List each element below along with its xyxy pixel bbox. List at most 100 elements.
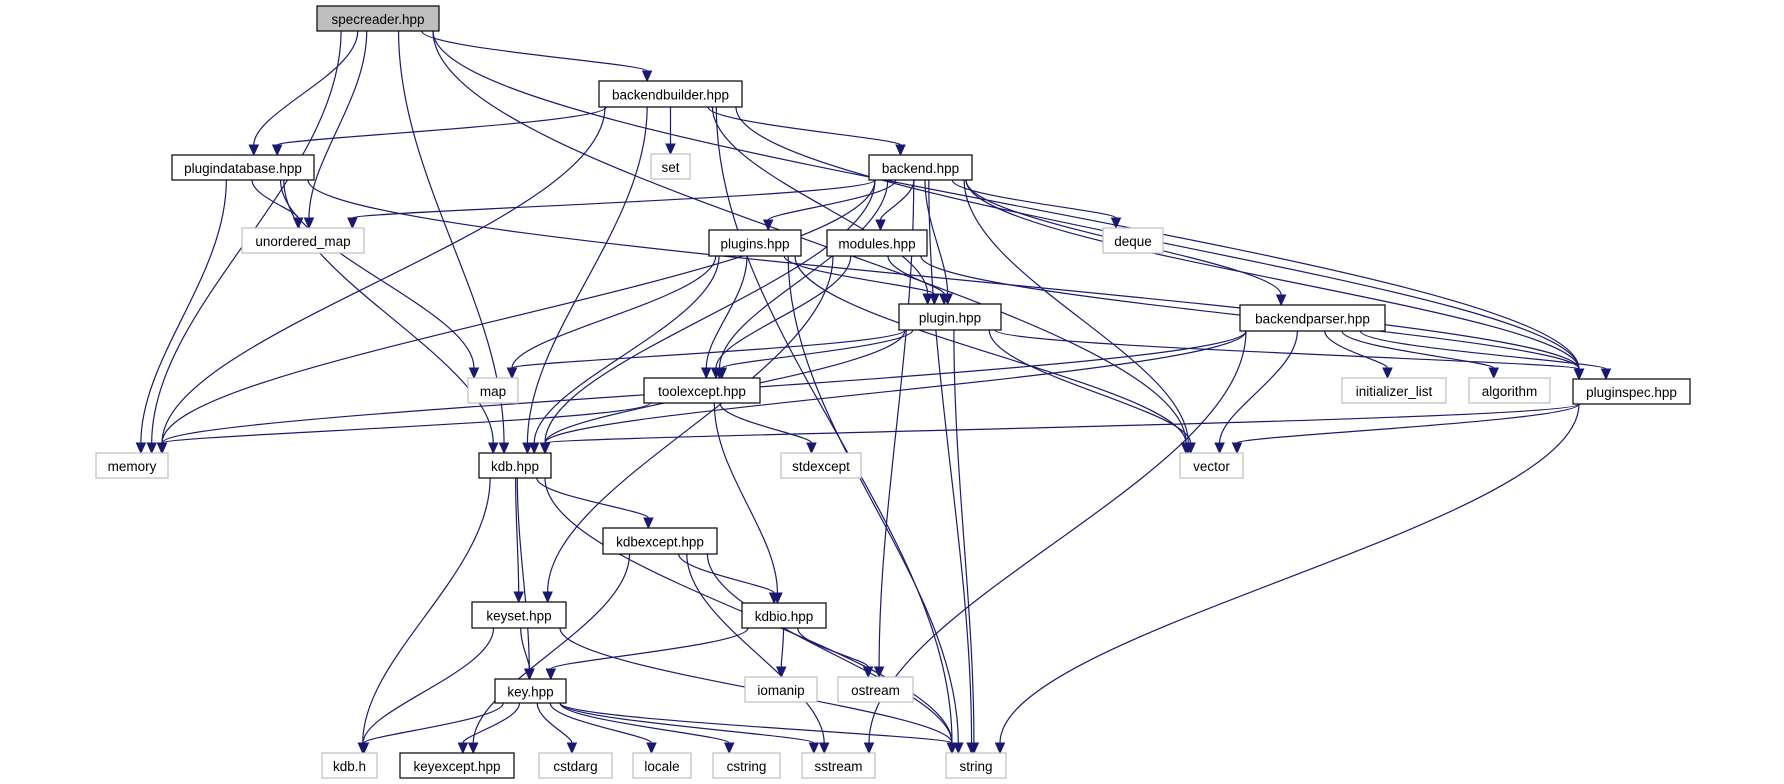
edge-line xyxy=(767,179,897,221)
arrowhead-icon xyxy=(1231,442,1243,455)
edge-specreader-to-plugindatabase xyxy=(248,30,359,157)
edge-backendparser-to-sstream xyxy=(863,330,1247,755)
edge-line xyxy=(279,179,475,369)
node-locale: locale xyxy=(632,752,692,779)
node-kdbio[interactable]: kdbio.hpp xyxy=(741,602,827,629)
node-kdbh: kdb.h xyxy=(321,752,378,779)
node-kdb[interactable]: kdb.hpp xyxy=(478,452,552,479)
node-plugin[interactable]: plugin.hpp xyxy=(898,303,1002,331)
arrowhead-icon xyxy=(875,219,886,232)
node-toolexcept[interactable]: toolexcept.hpp xyxy=(643,377,761,404)
node-label: sstream xyxy=(814,759,862,774)
node-box xyxy=(1179,452,1244,479)
edge-line xyxy=(721,329,914,369)
edge-backend-to-deque xyxy=(951,179,1122,230)
edge-line xyxy=(951,179,1117,219)
node-box xyxy=(780,452,862,479)
node-specreader[interactable]: specreader.hpp xyxy=(316,5,440,32)
edge-line xyxy=(705,255,748,369)
edge-pluginspec-to-vector xyxy=(1231,403,1580,455)
edge-line xyxy=(719,402,813,444)
node-keyset[interactable]: keyset.hpp xyxy=(471,601,567,629)
node-backend[interactable]: backend.hpp xyxy=(868,154,973,181)
edge-line xyxy=(351,179,876,219)
node-label: ostream xyxy=(851,683,900,698)
edge-line xyxy=(559,702,730,744)
edge-plugins-to-string xyxy=(787,255,964,755)
node-modules[interactable]: modules.hpp xyxy=(826,229,928,257)
node-label: plugin.hpp xyxy=(919,311,981,326)
edge-line xyxy=(362,477,491,744)
node-box xyxy=(643,377,761,404)
edge-line xyxy=(994,329,1580,370)
arrowhead-icon xyxy=(347,217,358,230)
node-plugindatabase[interactable]: plugindatabase.hpp xyxy=(171,154,315,181)
edge-backendbuilder-to-plugin xyxy=(711,106,933,306)
edge-key-to-kdbh xyxy=(358,702,504,755)
node-string: string xyxy=(945,752,1007,779)
edge-backend-to-modules xyxy=(875,179,915,232)
edge-key-to-string xyxy=(559,702,958,755)
arrowhead-icon xyxy=(938,293,950,306)
node-label: cstdarg xyxy=(553,759,597,774)
arrowhead-icon xyxy=(467,742,479,755)
node-label: kdb.h xyxy=(333,759,366,774)
edge-kdb-to-key xyxy=(516,477,535,681)
node-box xyxy=(471,601,567,629)
edge-line xyxy=(526,106,648,444)
node-label: cstring xyxy=(727,759,767,774)
edge-line xyxy=(715,255,852,369)
arrowhead-icon xyxy=(498,442,510,455)
edge-plugin-to-map xyxy=(506,329,906,380)
edge-line xyxy=(276,106,607,146)
edge-backendbuilder-to-kdb xyxy=(522,106,648,455)
node-backendbuilder[interactable]: backendbuilder.hpp xyxy=(598,80,743,108)
edge-kdbexcept-to-keyexcept xyxy=(467,553,631,755)
edge-keyset-to-key xyxy=(520,627,535,681)
edge-line xyxy=(516,477,530,670)
edge-key-to-sstream xyxy=(559,702,820,755)
node-keyexcept[interactable]: keyexcept.hpp xyxy=(399,752,515,779)
node-plugins[interactable]: plugins.hpp xyxy=(708,229,802,257)
arrowhead-icon xyxy=(716,367,728,380)
node-set: set xyxy=(650,153,691,180)
edge-line xyxy=(711,106,929,295)
edge-line xyxy=(544,330,1247,444)
node-box xyxy=(741,602,827,629)
edge-line xyxy=(432,30,1187,444)
edge-plugin-to-string xyxy=(953,329,980,755)
edge-line xyxy=(787,255,959,744)
node-box xyxy=(1239,304,1386,332)
edge-pluginspec-to-kdb xyxy=(539,403,1580,455)
edge-specreader-to-unordered_map xyxy=(303,30,368,230)
node-pluginspec[interactable]: pluginspec.hpp xyxy=(1572,378,1691,405)
arrowhead-icon xyxy=(895,144,906,157)
edge-line xyxy=(559,702,953,744)
node-label: iomanip xyxy=(757,683,804,698)
node-box xyxy=(632,752,692,779)
edge-kdbexcept-to-kdbio xyxy=(678,553,780,605)
arrowhead-icon xyxy=(808,742,820,755)
edge-line xyxy=(924,179,949,295)
edge-line xyxy=(462,702,521,744)
edge-line xyxy=(308,30,368,219)
node-kdbexcept[interactable]: kdbexcept.hpp xyxy=(602,527,718,555)
arrowhead-icon xyxy=(922,293,933,306)
arrowhead-icon xyxy=(135,442,147,455)
node-key[interactable]: key.hpp xyxy=(494,678,567,704)
node-label: keyexcept.hpp xyxy=(413,759,500,774)
edge-line xyxy=(550,627,749,670)
edge-line xyxy=(1359,330,1607,370)
edge-kdbexcept-to-string xyxy=(706,553,958,755)
node-backendparser[interactable]: backendparser.hpp xyxy=(1239,304,1386,332)
node-deque: deque xyxy=(1102,227,1164,254)
node-box xyxy=(399,752,515,779)
node-label: toolexcept.hpp xyxy=(658,384,746,399)
arrowhead-icon xyxy=(1573,368,1585,381)
arrowhead-icon xyxy=(641,70,653,83)
node-box xyxy=(321,752,378,779)
arrowhead-icon xyxy=(646,742,657,755)
edge-plugins-to-kdb xyxy=(528,255,720,455)
edge-line xyxy=(963,179,1189,444)
edge-line xyxy=(1341,330,1495,369)
